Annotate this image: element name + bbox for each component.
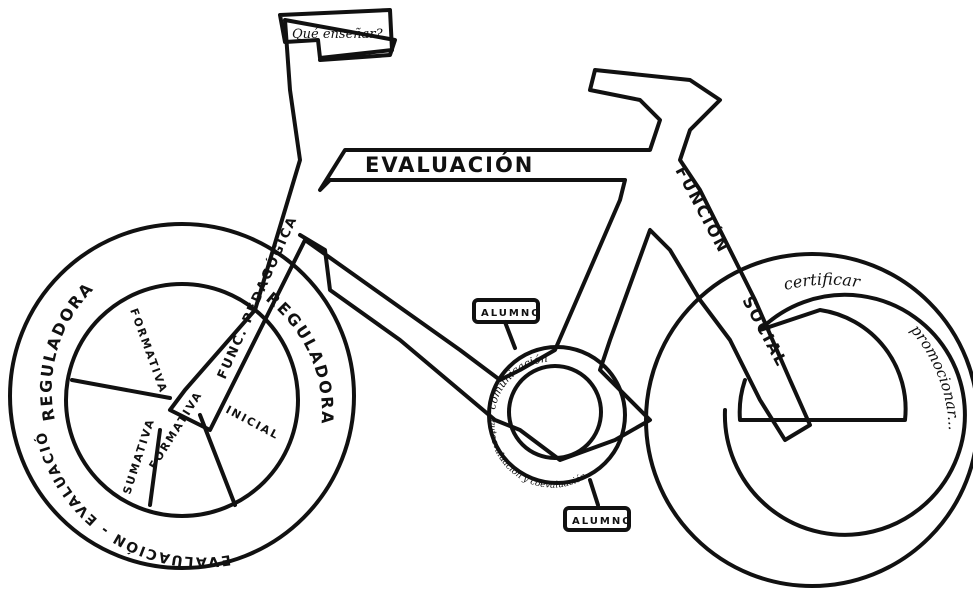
top-tube-label: EVALUACIÓN [365, 152, 534, 177]
seat-tube-lower-label: SOCIAL [738, 293, 791, 370]
front-hub-spoke-2 [200, 415, 235, 505]
bicycle-outline [10, 10, 973, 586]
front-wheel-inner [66, 284, 298, 516]
pedal-top-label: ALUMNO [481, 308, 542, 319]
handlebar-label: Qué enseñar? [292, 27, 384, 42]
pedal-bottom-label: ALUMNO [572, 516, 633, 527]
rear-wheel-arc-top: certificar [782, 270, 863, 294]
seat-tube-upper-label: FUNCIÓN [671, 163, 733, 257]
chainring-inner [509, 366, 601, 458]
front-hub-sector-1: FORMATIVA [127, 307, 170, 396]
front-hub-sector-2: INICIAL [224, 403, 282, 442]
